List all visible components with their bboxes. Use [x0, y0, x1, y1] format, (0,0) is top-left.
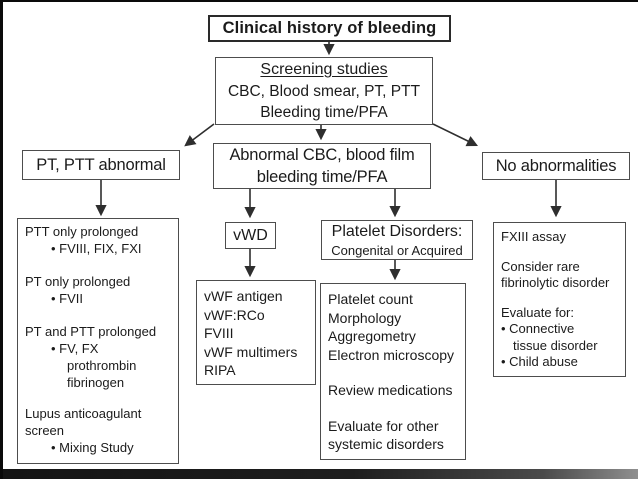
panel-vwd-workup: vWF antigen vWF:RCo FVIII vWF multimers … [196, 280, 316, 385]
node-no-abnormalities: No abnormalities [482, 152, 630, 180]
node-platelet-disorders: Platelet Disorders: Congenital or Acquir… [321, 220, 473, 260]
vwd-test: RIPA [204, 362, 236, 378]
fxiii-consider-line1: Consider rare [501, 258, 580, 274]
spacer [501, 292, 618, 305]
node-vwd: vWD [225, 222, 276, 249]
coag-lupus-title1: Lupus anticoagulant [25, 406, 142, 421]
fxiii-evaluate-item2: • Child abuse [501, 354, 578, 369]
node-pt-ptt-abnormal-label: PT, PTT abnormal [36, 155, 166, 174]
fxiii-consider-line2: fibrinolytic disorder [501, 275, 610, 290]
vwd-test: FVIII [204, 325, 234, 341]
panel-fxiii-workup: FXIII assay Consider rare fibrinolytic d… [493, 222, 626, 377]
coag-pt-only-item: • FVII [51, 291, 83, 306]
spacer [328, 364, 458, 381]
platelet-test: Platelet count [328, 291, 413, 307]
node-abnormal-cbc: Abnormal CBC, blood film bleeding time/P… [213, 143, 431, 189]
node-abnormal-cbc-line1: Abnormal CBC, blood film [229, 146, 415, 164]
coag-pt-only-title: PT only prolonged [25, 274, 131, 289]
screening-tests-line1: CBC, Blood smear, PT, PTT [227, 83, 421, 100]
panel-platelet-workup: Platelet count Morphology Aggregometry E… [320, 283, 466, 460]
arrow-screening-to-noabnormalities [432, 123, 479, 147]
fxiii-assay: FXIII assay [501, 229, 567, 244]
spacer [328, 400, 458, 417]
coag-pt-ptt-cont2: fibrinogen [67, 375, 125, 390]
spacer [25, 257, 171, 273]
fxiii-evaluate-title: Evaluate for: [501, 304, 574, 320]
platelet-test: Electron microscopy [328, 346, 455, 363]
coag-lupus-item: • Mixing Study [51, 440, 134, 455]
node-clinical-history-label: Clinical history of bleeding [222, 19, 437, 37]
fxiii-evaluate-item1b: tissue disorder [513, 337, 598, 353]
panel-coagulation-workup: PTT only prolonged • FVIII, FIX, FXI PT … [17, 218, 179, 464]
platelet-review-medications: Review medications [328, 382, 453, 398]
arrow-screening-to-ptptt [184, 123, 215, 147]
node-platelet-disorders-line2: Congenital or Acquired [331, 242, 463, 258]
platelet-test: Morphology [328, 309, 402, 326]
coag-pt-ptt-cont1: prothrombin [67, 358, 137, 373]
node-clinical-history: Clinical history of bleeding [208, 15, 451, 42]
node-screening-studies: Screening studies CBC, Blood smear, PT, … [215, 57, 433, 125]
bottom-frame-bar [3, 469, 638, 479]
coag-ptt-only-title: PTT only prolonged [25, 224, 139, 239]
spacer [25, 391, 171, 405]
coag-pt-ptt-item: • FV, FX [51, 341, 99, 356]
platelet-test: Aggregometry [328, 328, 416, 344]
vwd-test: vWF:RCo [204, 306, 265, 323]
screening-title: Screening studies [260, 61, 388, 78]
node-abnormal-cbc-line2: bleeding time/PFA [256, 168, 388, 186]
node-pt-ptt-abnormal: PT, PTT abnormal [22, 150, 180, 180]
fxiii-evaluate-item1a: • Connective [501, 321, 575, 336]
platelet-evaluate-line2: systemic disorders [328, 436, 444, 452]
screening-tests-line2: Bleeding time/PFA [260, 104, 388, 121]
node-platelet-disorders-line1: Platelet Disorders: [331, 222, 463, 240]
vwd-test: vWF multimers [204, 343, 298, 360]
platelet-evaluate-line1: Evaluate for other [328, 417, 439, 434]
coag-lupus-title2: screen [25, 423, 65, 438]
spacer [501, 246, 618, 259]
coag-ptt-only-item: • FVIII, FIX, FXI [51, 241, 142, 256]
node-no-abnormalities-label: No abnormalities [495, 156, 617, 175]
spacer [25, 307, 171, 323]
node-vwd-label: vWD [233, 226, 268, 244]
vwd-test: vWF antigen [204, 288, 283, 304]
coag-pt-ptt-title: PT and PTT prolonged [25, 324, 157, 339]
